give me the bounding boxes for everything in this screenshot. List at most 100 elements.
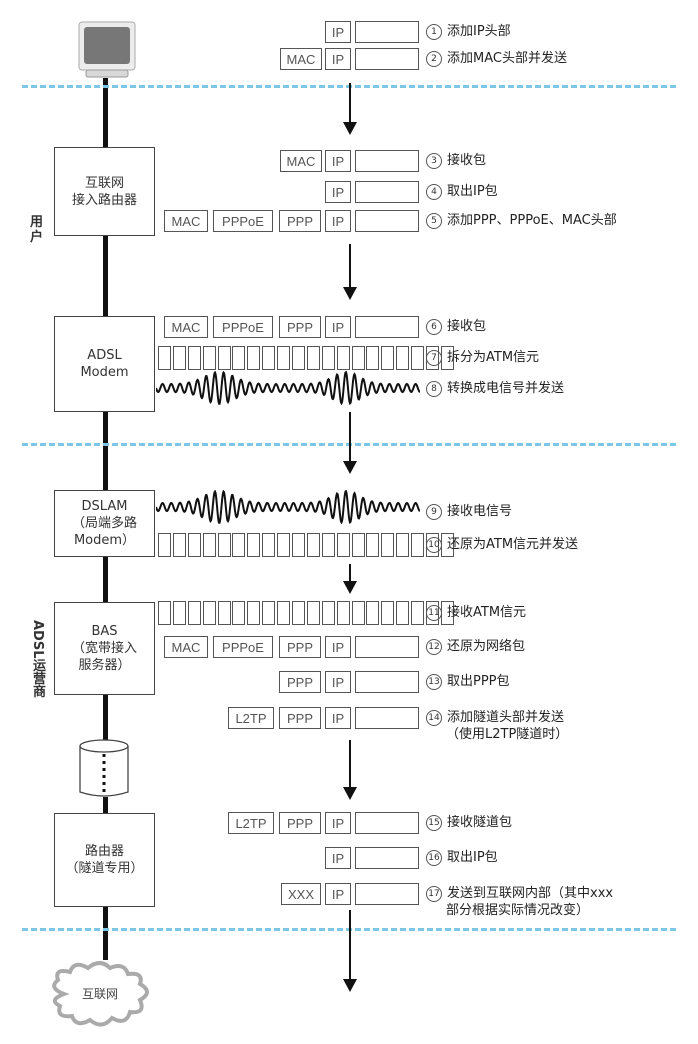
step-text: 还原为ATM信元并发送 [447,537,579,552]
electric-signal-wave [156,371,420,405]
tunnel-cylinder-icon [78,738,130,800]
atm-cell [277,601,291,625]
flow-arrow [343,412,357,474]
step-text: 添加隧道头部并发送 [447,710,565,725]
link-line-tunnel-router [103,797,108,815]
electric-signal-wave [156,490,420,524]
step-text: 接收包 [447,153,487,168]
atm-cell [262,601,276,625]
atm-cell [232,533,246,557]
step-number: 9 [426,504,442,520]
xxx-header: XXX [281,883,321,905]
pppoe-header: PPPoE [213,316,273,338]
step-text: 取出IP包 [447,850,498,865]
step-number: 12 [426,639,442,655]
mac-header: MAC [280,150,322,172]
payload-box [355,48,419,70]
atm-cell [366,601,380,625]
step-text: （使用L2TP隧道时） [446,727,569,742]
ip-header: IP [325,48,351,70]
atm-cell [306,533,320,557]
pppoe-header: PPPoE [213,210,273,232]
step-number: 6 [426,319,442,335]
atm-cell [381,533,395,557]
payload-box [355,150,419,172]
atm-cell [187,533,201,557]
ip-header: IP [325,883,351,905]
link-line-modem-dslam [103,410,108,492]
atm-cell [232,601,246,625]
step-number: 5 [426,213,442,229]
step-text: 添加IP头部 [447,24,511,39]
link-line-router-modem [103,234,108,318]
atm-cell [202,601,216,625]
atm-cell [217,601,231,625]
pppoe-header: PPPoE [213,636,273,658]
step-number: 1 [426,24,442,40]
signal-waveform [156,371,420,405]
ip-header: IP [325,636,351,658]
ppp-header: PPP [279,316,321,338]
atm-cell [187,601,201,625]
link-line-bas-tunnel [103,693,108,743]
ip-header: IP [325,181,351,203]
step-10: 10 还原为ATM信元并发送 [426,536,578,553]
atm-cell [381,601,395,625]
step-number: 4 [426,184,442,200]
node-label: DSLAM [81,499,128,514]
atm-cell [366,346,380,370]
link-line-pc-router [103,78,108,148]
atm-cell [351,601,365,625]
payload-box [355,181,419,203]
atm-cell [321,346,335,370]
atm-cell [381,346,395,370]
ip-header: IP [325,707,351,729]
step-text: 拆分为ATM信元 [447,350,540,365]
step-number: 8 [426,381,442,397]
atm-cell [158,346,171,370]
node-label: （局端多路 [71,516,137,531]
atm-cell [351,346,365,370]
isp-zone-label: ADSL运营商 [30,620,45,698]
payload-box [355,812,419,834]
atm-cell [202,346,216,370]
ip-header: IP [325,210,351,232]
atm-cell [247,346,261,370]
step-number: 13 [426,674,442,690]
flow-arrow [343,244,357,300]
link-line-router-internet [103,905,108,960]
ppp-header: PPP [279,812,321,834]
atm-cell [202,533,216,557]
step-number: 16 [426,850,442,866]
payload-box [355,636,419,658]
signal-waveform [156,490,420,524]
ppp-header: PPP [279,671,321,693]
adsl-modem-node: ADSL Modem [54,316,155,412]
step-5: 5 添加PPP、PPPoE、MAC头部 [426,212,617,229]
atm-cell [292,533,306,557]
payload-box [355,21,419,43]
node-label: Modem [80,365,129,380]
atm-cell [411,533,425,557]
atm-cell [172,533,186,557]
user-zone-label: 用户 [30,215,44,245]
atm-cells [158,346,456,370]
atm-cell [396,533,410,557]
atm-cell [336,601,350,625]
step-number: 3 [426,153,442,169]
internet-label: 互联网 [81,987,118,1001]
step-text: 接收ATM信元 [447,605,527,620]
atm-cell [306,346,320,370]
step-number: 10 [426,537,442,553]
mac-header: MAC [164,210,208,232]
step-text: 添加PPP、PPPoE、MAC头部 [447,213,617,228]
payload-box [355,847,419,869]
payload-box [355,210,419,232]
step-text: 取出IP包 [447,184,498,199]
link-line-dslam-bas [103,555,108,603]
step-text: 接收包 [447,319,487,334]
ip-header: IP [325,150,351,172]
